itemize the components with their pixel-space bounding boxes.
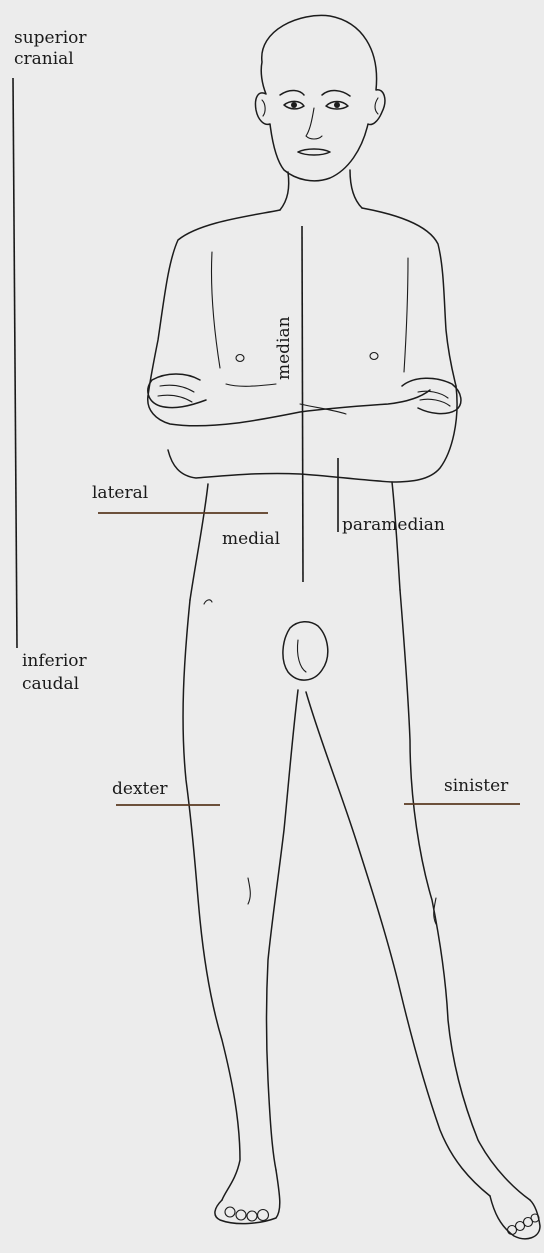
left-nipple [370, 353, 378, 360]
left-leg-outer [400, 590, 530, 1200]
right-forearm [148, 390, 430, 426]
right-hand-finger-2 [420, 399, 450, 406]
label-superior: superior [14, 28, 87, 48]
label-lateral: lateral [92, 483, 148, 503]
right-hip-mark [204, 600, 212, 604]
neck-left [350, 170, 362, 208]
cranio-caudal-axis-line [13, 78, 17, 648]
label-caudal: caudal [22, 674, 79, 694]
right-chest-line [226, 384, 276, 386]
label-inferior: inferior [22, 651, 88, 671]
label-paramedian: paramedian [342, 515, 445, 535]
right-toe-4 [258, 1210, 269, 1221]
left-ear [375, 98, 378, 114]
label-dexter: dexter [112, 779, 168, 799]
left-hand [148, 374, 206, 408]
right-inner-arm [211, 252, 220, 368]
right-ear [262, 100, 265, 116]
right-shoulder-arm [148, 210, 280, 396]
right-nipple [236, 355, 244, 362]
right-toe-1 [225, 1207, 235, 1217]
side-reference-group: dexter sinister [112, 776, 520, 805]
label-medial: medial [222, 529, 280, 549]
lateral-reference-group: lateral [92, 483, 268, 513]
left-pupil [334, 102, 340, 108]
left-eyebrow [322, 91, 350, 96]
genital-detail [297, 640, 306, 672]
forearm-overlap [300, 404, 346, 414]
right-toe-3 [247, 1211, 257, 1221]
vertical-axis-group: superior cranial inferior caudal [13, 28, 88, 694]
right-torso-side [190, 484, 208, 600]
left-hand-finger-2 [158, 395, 192, 402]
label-median: median [274, 316, 294, 380]
left-leg-inner [306, 692, 490, 1196]
label-sinister: sinister [444, 776, 509, 796]
left-foot [490, 1196, 540, 1239]
right-knee-mark [248, 878, 250, 904]
right-leg-outer [183, 600, 240, 1200]
human-figure [148, 15, 540, 1238]
label-cranial: cranial [14, 49, 74, 69]
neck-right [280, 172, 289, 210]
right-pupil [291, 102, 297, 108]
median-reference-group: median paramedian medial [222, 226, 445, 582]
left-torso-side [392, 482, 400, 590]
right-toe-2 [236, 1210, 246, 1220]
left-forearm [168, 386, 457, 482]
head-outline [255, 15, 384, 180]
right-leg-inner [267, 690, 299, 1170]
nose [306, 108, 322, 139]
mouth [298, 149, 330, 155]
right-hand [402, 378, 461, 413]
right-eyebrow [280, 90, 304, 95]
left-hand-finger-1 [160, 385, 194, 392]
left-inner-arm [404, 258, 408, 372]
median-line [302, 226, 303, 582]
